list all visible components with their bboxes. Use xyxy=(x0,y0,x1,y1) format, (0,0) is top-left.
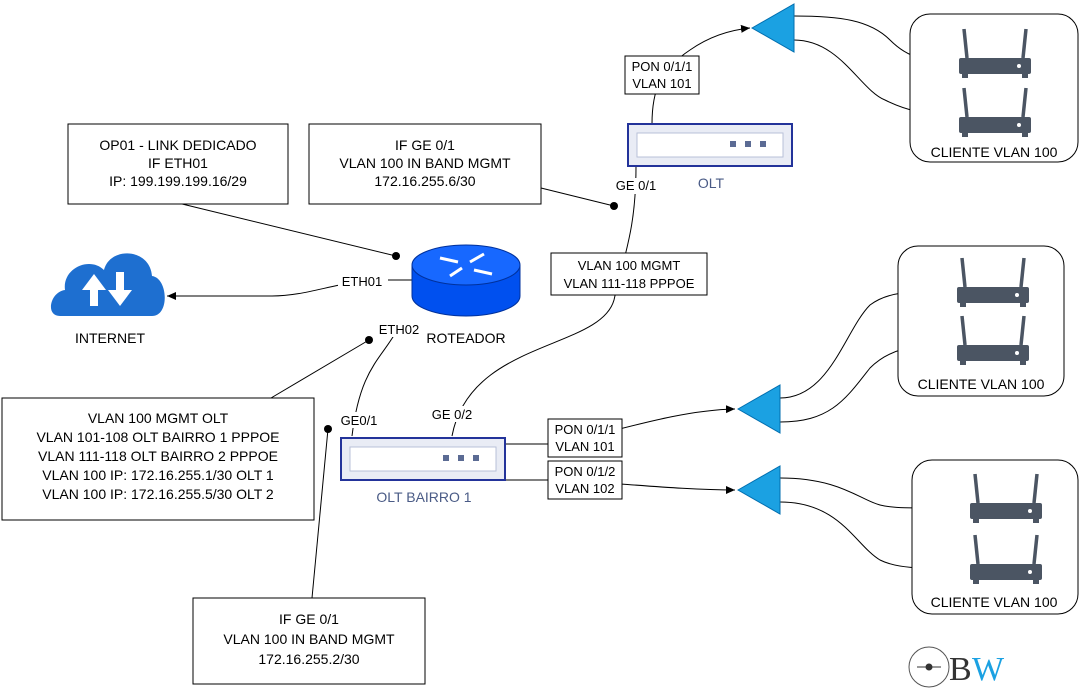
olt-mgmt-connector xyxy=(540,187,615,207)
internet-label: INTERNET xyxy=(75,330,145,346)
trunk-link xyxy=(451,165,637,437)
router-icon xyxy=(411,244,521,317)
router-vlans-line: VLAN 111-118 OLT BAIRRO 2 PPPOE xyxy=(38,448,278,464)
link-info-line: IP: 199.199.199.16/29 xyxy=(109,173,247,189)
olt-mgmt-line: IF GE 0/1 xyxy=(395,137,455,153)
olt-top-pon-link xyxy=(651,24,751,125)
bairro-mgmt-line: VLAN 100 IN BAND MGMT xyxy=(223,631,395,647)
router-vlans-box: VLAN 100 MGMT OLT VLAN 101-108 OLT BAIRR… xyxy=(1,397,315,521)
eth01-label: ETH01 xyxy=(342,274,382,289)
router-vlans-line: VLAN 100 IP: 172.16.255.1/30 OLT 1 xyxy=(42,467,274,483)
bairro-mgmt-line: 172.16.255.2/30 xyxy=(258,651,359,667)
client-group-label: CLIENTE VLAN 100 xyxy=(931,594,1058,610)
client-group-top: CLIENTE VLAN 100 xyxy=(909,13,1079,163)
pon-bairro-2-line: PON 0/1/2 xyxy=(555,464,616,479)
link-box-connector xyxy=(177,202,397,257)
olt-bairro-ge01-label: GE0/1 xyxy=(341,413,378,428)
olt-mgmt-line: 172.16.255.6/30 xyxy=(374,173,475,189)
bairro-mgmt-line: IF GE 0/1 xyxy=(279,611,339,627)
connector-dot xyxy=(324,425,332,433)
bw-logo: B W xyxy=(908,646,1005,688)
router-vlans-line: VLAN 100 MGMT OLT xyxy=(88,410,229,426)
olt-top-mgmt-box: IF GE 0/1 VLAN 100 IN BAND MGMT 172.16.2… xyxy=(308,123,542,205)
splitter-bottom-icon xyxy=(736,465,781,515)
splitter-mid-icon xyxy=(736,384,781,434)
olt-bairro-icon xyxy=(340,437,506,481)
pon-top-line: VLAN 101 xyxy=(632,76,691,91)
trunk-vlan-line: VLAN 111-118 PPPOE xyxy=(564,276,695,291)
trunk-vlan-line: VLAN 100 MGMT xyxy=(578,258,681,273)
router-vlans-connector xyxy=(270,339,370,399)
pon-top-box: PON 0/1/1 VLAN 101 xyxy=(624,55,700,95)
bw-logo-b: B xyxy=(949,651,972,688)
connector-dot xyxy=(610,202,618,210)
internet-cloud-icon xyxy=(50,253,165,316)
olt-bairro-label: OLT BAIRRO 1 xyxy=(376,489,471,505)
olt-top-icon xyxy=(627,123,793,167)
olt-top-label: OLT xyxy=(698,175,725,191)
splitter-top-icon xyxy=(750,3,795,53)
link-info-line: IF ETH01 xyxy=(148,155,208,171)
olt-bairro-ge02-label: GE 0/2 xyxy=(432,407,472,422)
client-group-label: CLIENTE VLAN 100 xyxy=(918,376,1045,392)
bw-logo-w: W xyxy=(972,651,1005,688)
pon-bairro-2-line: VLAN 102 xyxy=(555,481,614,496)
link-info-line: OP01 - LINK DEDICADO xyxy=(99,137,256,153)
pon-bairro-1-box: PON 0/1/1 VLAN 101 xyxy=(547,418,623,458)
client-group-label: CLIENTE VLAN 100 xyxy=(931,144,1058,160)
olt-top-ge01-label: GE 0/1 xyxy=(616,178,656,193)
bairro-mgmt-box: IF GE 0/1 VLAN 100 IN BAND MGMT 172.16.2… xyxy=(192,597,426,685)
trunk-vlan-box: VLAN 100 MGMT VLAN 111-118 PPPOE xyxy=(550,252,708,296)
olt-mgmt-line: VLAN 100 IN BAND MGMT xyxy=(339,155,511,171)
connector-dot xyxy=(392,252,400,260)
eth02-label: ETH02 xyxy=(379,322,419,337)
pon-bairro-1-line: VLAN 101 xyxy=(555,439,614,454)
link-info-box: OP01 - LINK DEDICADO IF ETH01 IP: 199.19… xyxy=(67,123,289,205)
router-vlans-line: VLAN 101-108 OLT BAIRRO 1 PPPOE xyxy=(36,429,279,445)
client-group-mid: CLIENTE VLAN 100 xyxy=(897,245,1065,397)
pon-bairro-2-box: PON 0/1/2 VLAN 102 xyxy=(547,460,623,500)
pon-bairro-1-line: PON 0/1/1 xyxy=(555,422,616,437)
router-vlans-line: VLAN 100 IP: 172.16.255.5/30 OLT 2 xyxy=(42,486,274,502)
router-label: ROTEADOR xyxy=(426,330,505,346)
bairro-mgmt-connector xyxy=(311,428,329,599)
connector-dot xyxy=(365,336,373,344)
client-group-bottom: CLIENTE VLAN 100 xyxy=(911,459,1079,615)
pon-top-line: PON 0/1/1 xyxy=(632,59,693,74)
